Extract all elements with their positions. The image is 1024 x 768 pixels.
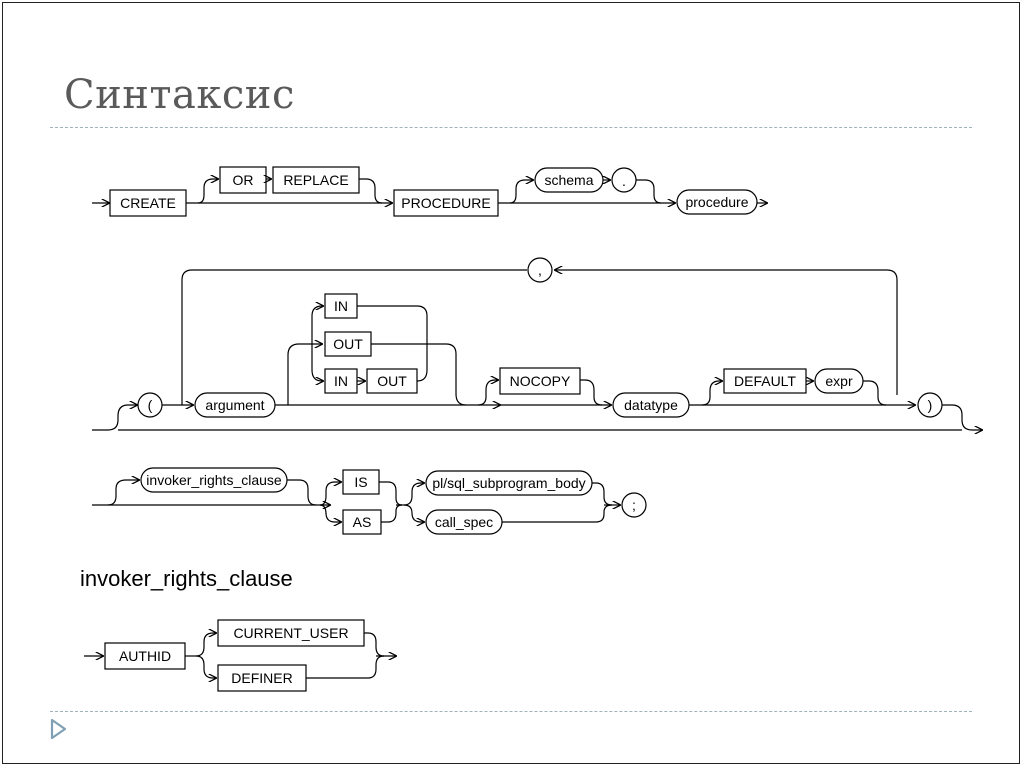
row-arguments: ( , argument IN OUT IN OUT NOCOPY dataty… [92, 257, 982, 430]
keyword-definer-label: DEFINER [231, 670, 292, 686]
keyword-definer [217, 664, 307, 692]
keyword-as-label: AS [353, 514, 372, 530]
keyword-or-label: OR [233, 172, 254, 188]
page-title: Синтаксис [64, 72, 295, 118]
keyword-in-1-label: IN [334, 298, 348, 314]
keyword-is [342, 469, 380, 495]
identifier-procedure-label: procedure [685, 194, 748, 210]
keyword-out-1 [324, 331, 372, 357]
row-create-procedure: CREATE OR REPLACE PROCEDURE schema . pro… [92, 166, 767, 217]
row-authid: AUTHID CURRENT_USER DEFINER [84, 619, 396, 692]
keyword-out-1-label: OUT [333, 336, 363, 352]
keyword-authid [104, 642, 186, 670]
symbol-semicolon-label: ; [632, 497, 636, 513]
keyword-in-2-label: IN [334, 373, 348, 389]
keyword-out-2 [366, 368, 418, 394]
identifier-expr-label: expr [825, 373, 853, 389]
keyword-as [342, 509, 382, 535]
symbol-lparen-label: ( [148, 397, 153, 413]
title-divider [50, 127, 972, 128]
identifier-plsql-subprogram-body-label: pl/sql_subprogram_body [432, 475, 585, 491]
symbol-rparen-label: ) [928, 397, 933, 413]
keyword-create-label: CREATE [120, 195, 176, 211]
keyword-nocopy [499, 367, 581, 395]
keyword-current-user [217, 619, 365, 647]
identifier-call-spec-label: call_spec [435, 514, 493, 530]
identifier-schema-label: schema [544, 172, 593, 188]
keyword-current-user-label: CURRENT_USER [233, 625, 348, 641]
keyword-default [723, 368, 807, 394]
keyword-out-2-label: OUT [377, 373, 407, 389]
keyword-is-label: IS [354, 474, 367, 490]
identifier-datatype-label: datatype [624, 397, 678, 413]
keyword-default-label: DEFAULT [734, 373, 796, 389]
row-is-as-body: invoker_rights_clause IS AS pl/sql_subpr… [92, 467, 647, 535]
play-triangle-icon[interactable] [50, 718, 68, 740]
keyword-replace-label: REPLACE [283, 172, 348, 188]
symbol-semicolon [621, 492, 647, 518]
keyword-in-2 [324, 368, 358, 394]
keyword-in-1 [324, 293, 358, 319]
footer-divider [50, 711, 972, 712]
keyword-procedure-label: PROCEDURE [401, 195, 490, 211]
symbol-comma [527, 257, 553, 283]
symbol-dot-label: . [622, 173, 626, 189]
identifier-argument-label: argument [205, 397, 264, 413]
identifier-invoker-rights-clause-label: invoker_rights_clause [146, 472, 282, 488]
keyword-nocopy-label: NOCOPY [510, 373, 571, 389]
symbol-comma-label: , [538, 262, 542, 278]
identifier-procedure [676, 189, 758, 215]
keyword-authid-label: AUTHID [119, 648, 171, 664]
keyword-replace [272, 166, 360, 194]
section-subtitle: invoker_rights_clause [80, 566, 293, 591]
